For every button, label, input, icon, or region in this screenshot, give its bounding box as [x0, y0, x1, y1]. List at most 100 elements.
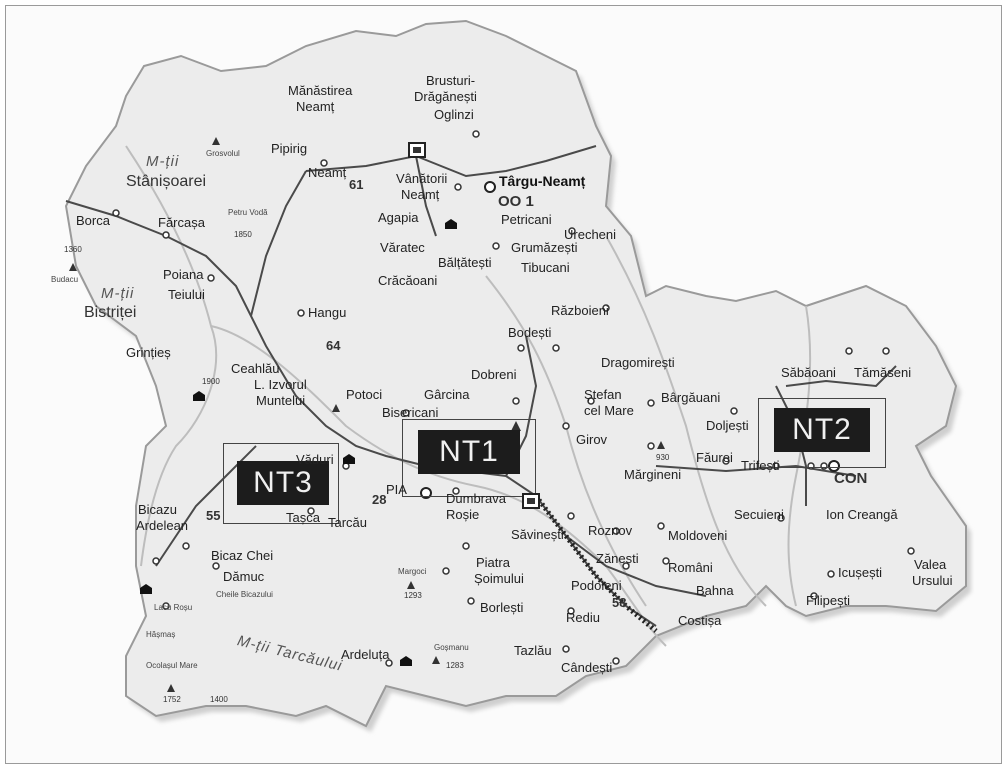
label-borca: Borca — [76, 213, 110, 228]
label-rediu: Rediu — [566, 610, 600, 625]
label-farcasa: Fărcașa — [158, 215, 205, 230]
peak-5: 1752 — [163, 695, 181, 704]
label-dobreni: Dobreni — [471, 367, 517, 382]
peak-2: 1360 — [64, 245, 82, 254]
peak-1: 1850 — [234, 230, 252, 239]
label-agapia: Agapia — [378, 210, 419, 225]
label-trifesti: Trifești — [741, 458, 780, 473]
label-dumbrava: Dumbrava — [446, 491, 506, 506]
label-razboieni: Războieni — [551, 303, 609, 318]
label-grinties: Grințieș — [126, 345, 171, 360]
marker-square-piatra — [522, 493, 540, 509]
label-m-tii-bistritei: M-ții — [101, 285, 135, 302]
label-poiana: Poiana — [163, 267, 204, 282]
roman-dot — [828, 460, 840, 472]
label-bahna: Bahna — [696, 583, 734, 598]
label-targu-neamt: Târgu-Neamț — [499, 173, 586, 189]
label-bistritei: Bistriței — [84, 304, 137, 321]
label-piatra-soimului: Piatra — [476, 555, 510, 570]
map-frame: NT1 NT2 NT3 Brusturi- Drăgănești Mănăsti… — [5, 5, 1002, 764]
label-neamt-top: Neamț — [296, 99, 335, 114]
piatra-neamt-dot — [420, 487, 432, 499]
label-garcina: Gârcina — [424, 387, 470, 402]
label-bargauani: Bârgăuani — [661, 390, 721, 405]
road-61: 61 — [349, 177, 364, 192]
label-tarcau: Tarcău — [328, 515, 368, 530]
label-romani: Români — [668, 560, 713, 575]
label-izvorul: L. Izvorul — [254, 377, 307, 392]
label-ion-creanga: Ion Creangă — [826, 507, 898, 522]
label-craciuoani: Crăcăoani — [378, 273, 438, 288]
label-tibucani: Tibucani — [521, 260, 570, 275]
label-ceahlau: Ceahlău — [231, 361, 280, 376]
label-m-tii-stanisoarei: M-ții — [146, 153, 180, 170]
label-icusesti: Icușești — [838, 565, 883, 580]
zone-nt3-label: NT3 — [237, 461, 329, 505]
label-varatec: Văratec — [380, 240, 425, 255]
label-grosvolul: Grosvolul — [206, 149, 240, 158]
zone-nt2-outline — [758, 398, 886, 468]
label-margineni: Mărgineni — [624, 467, 682, 482]
peak-3: 1293 — [404, 591, 422, 600]
label-stefan: Ștefan — [584, 387, 622, 402]
label-hasmas: Hășmaș — [146, 630, 176, 639]
label-lacu-rosu: Lacu Roșu — [154, 603, 193, 612]
label-secuieni: Secuieni — [734, 507, 784, 522]
zone-nt1-label: NT1 — [418, 430, 520, 474]
targu-neamt-dot — [484, 181, 496, 193]
label-teiului: Teiului — [168, 287, 205, 302]
label-budacu: Budacu — [51, 275, 79, 284]
label-neamt2: Neamț — [401, 187, 440, 202]
zone-nt2-label: NT2 — [774, 408, 870, 452]
code-oo1: OO 1 — [498, 193, 534, 210]
label-draganesti: Drăgănești — [414, 89, 477, 104]
label-vanatorii: Vânătorii — [396, 171, 448, 186]
label-zanesti: Zănești — [596, 551, 639, 566]
label-savinesti: Săvinești — [511, 527, 564, 542]
label-vaduri: Văduri — [296, 452, 334, 467]
peak-4: 1283 — [446, 661, 464, 670]
label-filipesti: Filipești — [806, 593, 851, 608]
label-soimului: Șoimului — [474, 571, 524, 586]
label-oglinzi: Oglinzi — [434, 107, 474, 122]
marker-square-north — [408, 142, 426, 158]
label-doljesti: Doljești — [706, 418, 749, 433]
zone-nt1-outline — [402, 419, 536, 497]
label-stanisoarei: Stânișoarei — [126, 173, 207, 190]
peak-8: 1400 — [210, 695, 228, 704]
label-rosie: Roșie — [446, 507, 480, 522]
label-bisericani: Bisericani — [382, 405, 439, 420]
peak-7: 930 — [656, 453, 670, 462]
peak-6: 1900 — [202, 377, 220, 386]
road-58: 58 — [612, 595, 627, 610]
label-pipirig: Pipirig — [271, 141, 308, 156]
label-podoleni: Podoleni — [571, 578, 622, 593]
label-costisa: Costișa — [678, 613, 722, 628]
label-ardeluta: Ardeluța — [341, 647, 390, 662]
label-valea: Valea — [914, 557, 947, 572]
railway — [534, 494, 658, 633]
label-faurei: Făurei — [696, 450, 733, 465]
label-baltatesti: Bălțătești — [438, 255, 492, 270]
label-petricani: Petricani — [501, 212, 552, 227]
label-potoci: Potoci — [346, 387, 383, 402]
label-brusturi: Brusturi- — [426, 73, 476, 88]
label-dragomiresti: Dragomirești — [601, 355, 675, 370]
label-manastirea: Mănăstirea — [288, 83, 353, 98]
label-grumazesti: Grumăzești — [511, 240, 578, 255]
road-28: 28 — [372, 492, 387, 507]
label-taziau: Tazlău — [514, 643, 552, 658]
label-bicazu: Bicazu — [138, 502, 178, 517]
label-damuc: Dămuc — [223, 569, 265, 584]
label-hangu: Hangu — [308, 305, 347, 320]
peak-triangles — [69, 137, 665, 692]
label-ardelean: Ardelean — [136, 518, 189, 533]
label-ocolasul: Ocolașul Mare — [146, 661, 198, 670]
label-sabaoani: Săbăoani — [781, 365, 836, 380]
label-cheile: Cheile Bicazului — [216, 590, 273, 599]
label-bicaz-chei: Bicaz Chei — [211, 548, 274, 563]
label-cel-mare: cel Mare — [584, 403, 634, 418]
label-tasca: Tașca — [286, 510, 320, 525]
label-bodesti: Bodești — [508, 325, 552, 340]
label-ursului: Ursului — [912, 573, 953, 588]
